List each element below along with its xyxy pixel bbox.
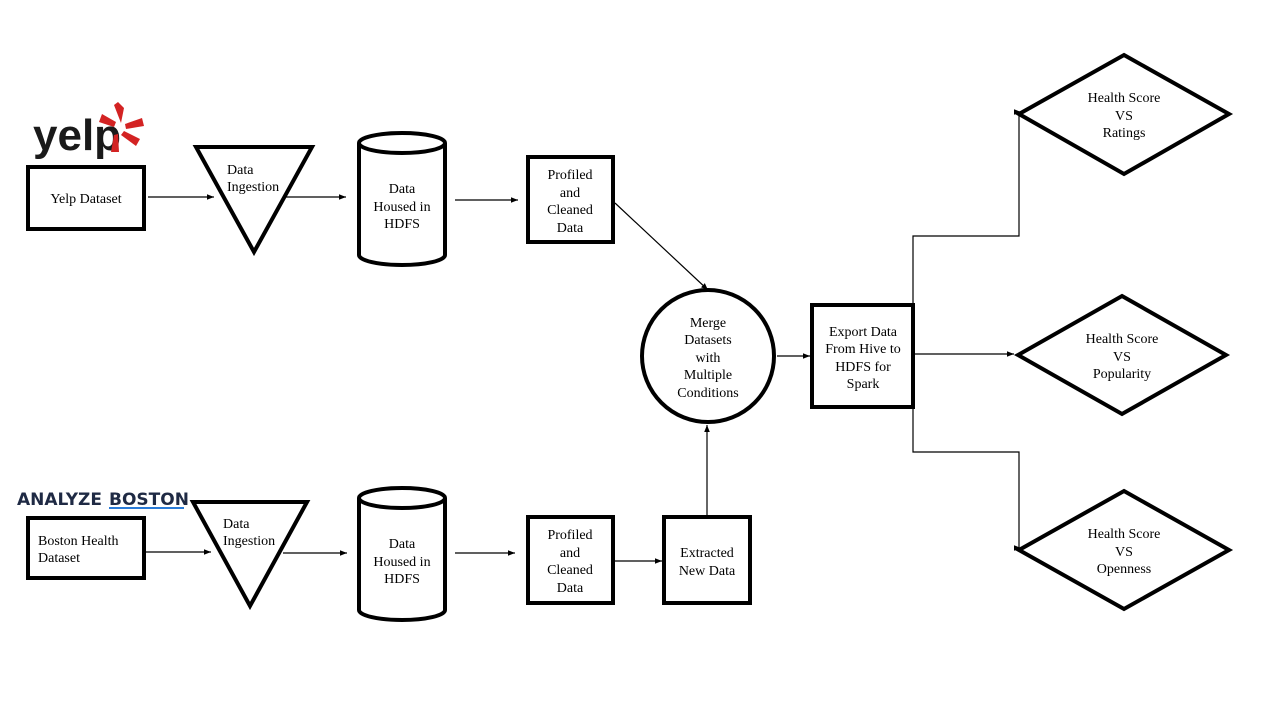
node-out-popularity [1013, 293, 1231, 417]
label-extracted-2: New Data [679, 564, 736, 579]
label-profiled-top-3: Cleaned [547, 203, 593, 218]
yelp-logo: yelp [33, 102, 144, 160]
analyze-boston-text-1: ANALYZE [17, 490, 102, 510]
analyze-boston-underline [109, 507, 184, 509]
node-export [810, 303, 915, 409]
label-openness-1: Health Score [1088, 527, 1161, 542]
label-ratings-2: VS [1115, 109, 1133, 124]
label-boston-dataset-1: Boston Health [38, 534, 119, 549]
node-boston-dataset [26, 516, 146, 580]
label-merge-5: Conditions [677, 386, 738, 401]
label-merge-1: Merge [690, 316, 726, 331]
label-export-1: Export Data [829, 325, 898, 340]
label-merge-4: Multiple [684, 368, 732, 383]
label-export-2: From Hive to [825, 342, 900, 357]
node-merge [640, 288, 776, 424]
label-yelp-dataset: Yelp Dataset [50, 192, 121, 207]
label-ratings-3: Ratings [1103, 126, 1146, 141]
label-profiled-bottom-4: Data [557, 581, 584, 596]
label-openness-3: Openness [1097, 562, 1151, 577]
node-ingest-top [192, 145, 316, 257]
label-popularity-3: Popularity [1093, 367, 1151, 382]
label-hdfs-top-3: HDFS [384, 217, 420, 232]
label-ratings-1: Health Score [1088, 91, 1161, 106]
label-popularity-2: VS [1113, 350, 1131, 365]
label-hdfs-bottom-1: Data [389, 537, 416, 552]
yelp-burst-icon [99, 102, 144, 152]
label-popularity-1: Health Score [1086, 332, 1159, 347]
analyze-boston-text-2: BOSTON [109, 490, 189, 510]
label-hdfs-top-1: Data [389, 182, 416, 197]
node-yelp-dataset [26, 165, 146, 231]
nodes [26, 52, 1234, 622]
label-profiled-bottom-2: and [560, 546, 580, 561]
label-profiled-top-1: Profiled [547, 168, 592, 183]
node-hdfs-bottom [357, 486, 447, 622]
label-hdfs-top-2: Housed in [373, 200, 430, 215]
edge-profiled-top-to-merge [614, 202, 709, 291]
node-hdfs-top [357, 131, 447, 267]
label-openness-2: VS [1115, 545, 1133, 560]
edge-export-to-openness [912, 409, 1021, 551]
label-ingest-top-1: Data [227, 163, 254, 178]
node-out-ratings [1014, 52, 1234, 177]
node-profiled-bottom [526, 515, 615, 605]
analyze-boston-logo: ANALYZE BOSTON [17, 490, 189, 510]
label-hdfs-bottom-3: HDFS [384, 572, 420, 587]
node-out-openness [1014, 488, 1234, 612]
label-profiled-bottom-1: Profiled [547, 528, 592, 543]
node-extracted [662, 515, 752, 605]
label-profiled-top-4: Data [557, 221, 584, 236]
label-ingest-bottom-1: Data [223, 517, 250, 532]
label-ingest-bottom-2: Ingestion [223, 534, 275, 549]
label-export-4: Spark [847, 377, 880, 392]
label-boston-dataset-2: Dataset [38, 551, 80, 566]
label-export-3: HDFS for [835, 360, 891, 375]
node-ingest-bottom [189, 500, 311, 611]
labels: Yelp Dataset Data Ingestion Data Housed … [38, 91, 1160, 596]
node-profiled-top [526, 155, 615, 244]
label-merge-3: with [696, 351, 721, 366]
label-merge-2: Datasets [684, 333, 731, 348]
label-profiled-top-2: and [560, 186, 580, 201]
edge-export-to-ratings [912, 109, 1021, 304]
label-profiled-bottom-3: Cleaned [547, 563, 593, 578]
label-ingest-top-2: Ingestion [227, 180, 279, 195]
label-hdfs-bottom-2: Housed in [373, 555, 430, 570]
label-extracted-1: Extracted [680, 546, 734, 561]
